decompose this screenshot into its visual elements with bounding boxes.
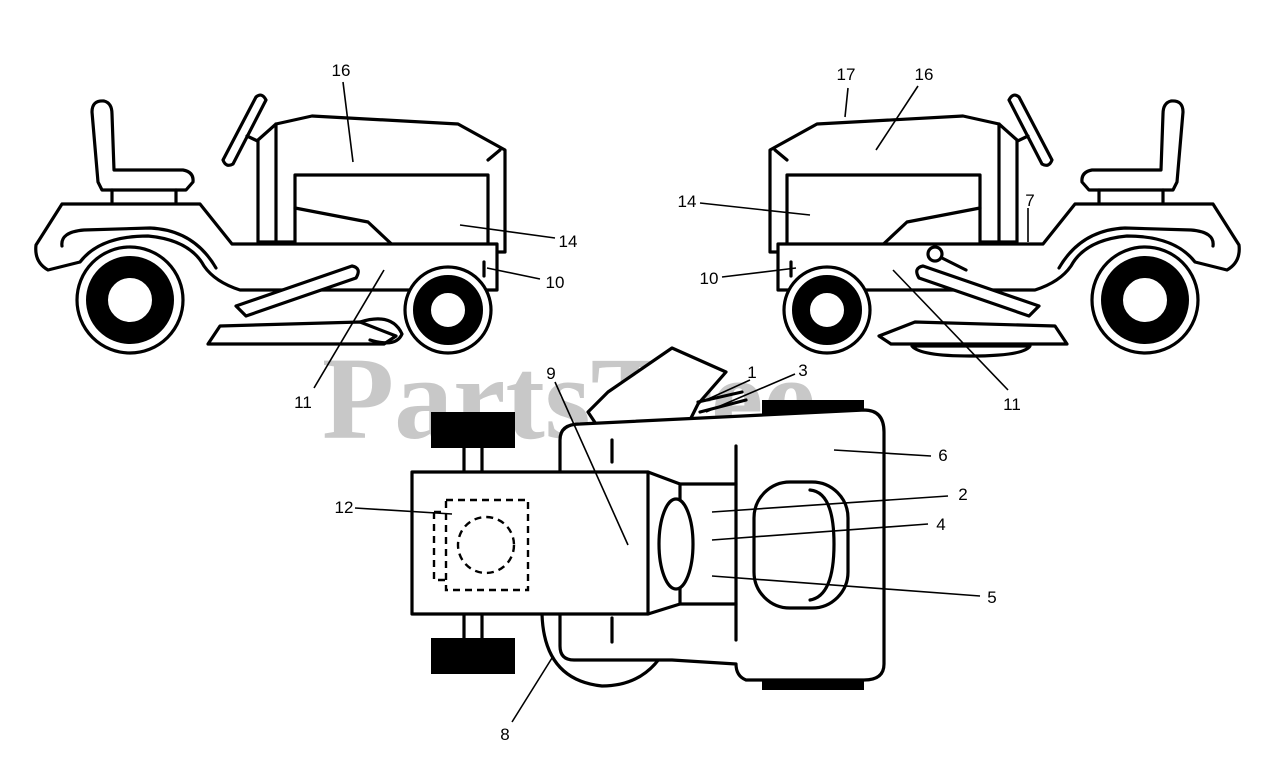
- top-rear-tire-lower: [431, 638, 515, 674]
- right-seat: [1080, 99, 1185, 192]
- mower-left-side-view: [34, 93, 507, 355]
- callout-left-11: 11: [294, 393, 312, 412]
- right-grille: [773, 148, 789, 162]
- callout-left-10: 10: [546, 273, 565, 292]
- callout-right-7: 7: [1025, 191, 1034, 210]
- top-steering-column: [696, 390, 748, 414]
- right-fender-line: [1057, 226, 1215, 270]
- mower-top-view: [410, 346, 886, 690]
- left-body-frame: [34, 202, 499, 292]
- top-engine-cover: [752, 480, 850, 610]
- callout-top-1: 1: [747, 363, 756, 382]
- right-foot-lever: [915, 264, 1041, 318]
- right-body-frame: [776, 202, 1241, 292]
- left-hood: [256, 114, 507, 254]
- top-rear-tire-upper: [431, 412, 515, 448]
- left-deck-chute: [358, 317, 404, 345]
- callout-right-10: 10: [700, 269, 719, 288]
- callout-top-4: 4: [936, 515, 945, 534]
- top-axle-lines: [462, 446, 484, 640]
- top-battery-bracket: [432, 510, 446, 582]
- top-seat-area: [410, 470, 682, 616]
- left-steering-wheel: [221, 93, 268, 167]
- top-battery-cap: [456, 515, 516, 575]
- right-fuel-cap: [926, 245, 944, 263]
- callout-left-14: 14: [559, 232, 578, 251]
- callout-top-6: 6: [938, 446, 947, 465]
- right-steering-wheel: [1007, 93, 1054, 167]
- callout-right-16: 16: [915, 65, 934, 84]
- left-hood-panel: [293, 173, 490, 254]
- right-hood-panel: [785, 173, 982, 254]
- left-rear-tire: [86, 256, 174, 344]
- leader-lines: [313, 81, 1029, 723]
- top-fuel-cap: [657, 497, 695, 591]
- callout-top-8: 8: [500, 725, 509, 744]
- left-foot-lever: [234, 264, 360, 318]
- right-rear-tire: [1101, 256, 1189, 344]
- left-seat: [90, 99, 195, 192]
- callout-right-17: 17: [837, 65, 856, 84]
- callout-top-12: 12: [335, 498, 354, 517]
- right-hood: [768, 114, 1019, 254]
- callout-right-14: 14: [678, 192, 697, 211]
- callout-right-11: 11: [1003, 395, 1021, 414]
- callout-left-16: 16: [332, 61, 351, 80]
- callouts: 16 14 10 11 17 16 14 7 10 11 1 3 9 6 2 4…: [294, 61, 1035, 744]
- right-fuel-lever: [940, 256, 968, 272]
- right-mower-deck: [877, 320, 1069, 346]
- top-engine-curve: [808, 488, 836, 602]
- callout-top-5: 5: [987, 588, 996, 607]
- left-mower-deck: [206, 320, 398, 346]
- top-console: [678, 482, 738, 606]
- callout-top-2: 2: [958, 485, 967, 504]
- top-battery-outline: [444, 498, 530, 592]
- callout-top-3: 3: [798, 361, 807, 380]
- left-front-tire: [413, 275, 483, 345]
- right-seat-post: [1097, 188, 1165, 204]
- mower-right-side-view: [768, 93, 1241, 358]
- callout-top-9: 9: [546, 364, 555, 383]
- left-grille: [486, 148, 502, 162]
- left-fender-line: [60, 226, 218, 270]
- right-deck-skirt: [910, 344, 1032, 358]
- left-seat-post: [110, 188, 178, 204]
- right-front-tire: [792, 275, 862, 345]
